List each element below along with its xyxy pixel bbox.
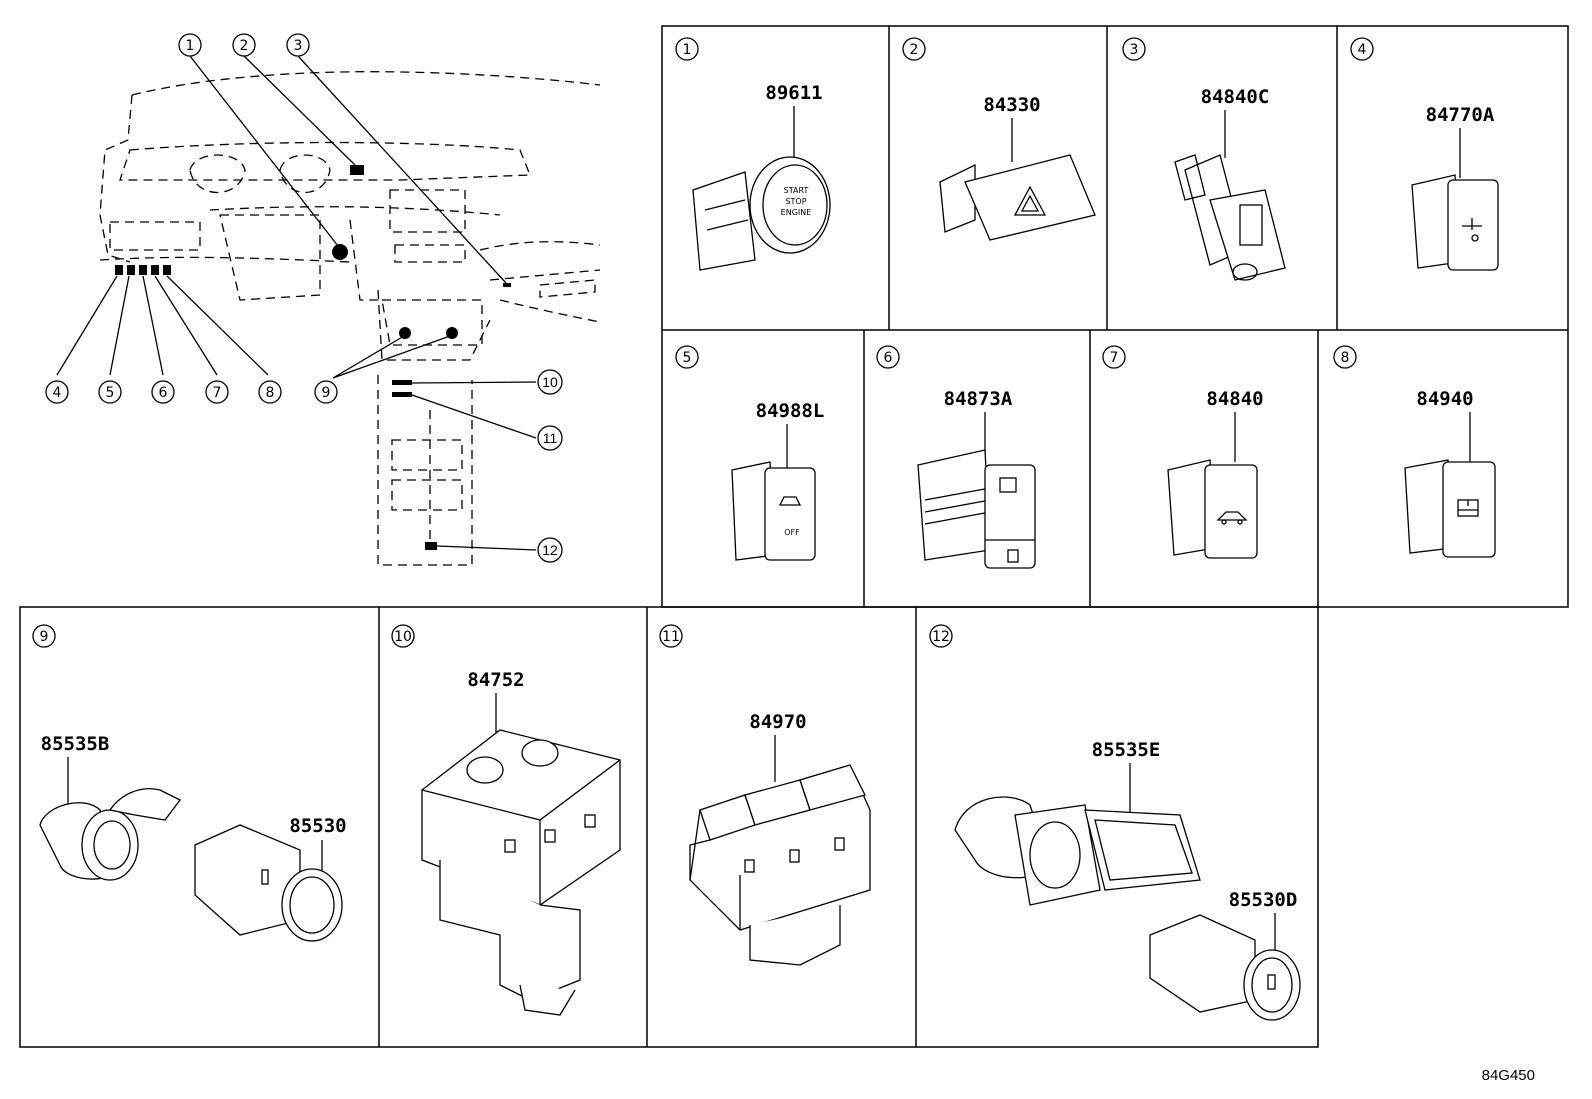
callout-10: 10 (537, 369, 563, 395)
switch-illustration (917, 449, 1036, 569)
callout-8: 8 (258, 380, 282, 404)
cell-3-label: 3 (1130, 42, 1139, 58)
cell-4: 4 84770A (1350, 37, 1499, 271)
cell-1: 1 89611 START STOP ENGINE (675, 37, 831, 271)
svg-text:11: 11 (543, 430, 558, 446)
switch-illustration: OFF (731, 461, 816, 561)
cell-2: 2 84330 (902, 37, 1096, 241)
part-number: 85530 (289, 815, 346, 837)
callout-12: 12 (537, 537, 563, 563)
grid-frame (19, 25, 1569, 1048)
switch-illustration (1411, 174, 1499, 271)
cell-12: 12 85535E 85530D (929, 624, 1301, 1021)
switch-illustration (1404, 459, 1496, 558)
cell-7: 7 84840 (1102, 345, 1264, 559)
cell-12-label: 12 (932, 629, 950, 645)
callout-3: 3 (286, 33, 310, 57)
cell-3: 3 84840C (1122, 37, 1286, 281)
svg-text:10: 10 (542, 374, 558, 390)
cell-5-label: 5 (683, 350, 692, 366)
part-number: 84840 (1206, 388, 1263, 410)
svg-text:5: 5 (106, 385, 115, 401)
svg-text:4: 4 (53, 385, 62, 401)
svg-text:9: 9 (322, 385, 331, 401)
cell-5: 5 84988L OFF (675, 345, 825, 561)
svg-text:7: 7 (213, 385, 222, 401)
cell-1-label: 1 (683, 42, 692, 58)
accessory-socket-illustration (39, 788, 343, 942)
part-number: 85530D (1229, 889, 1298, 911)
callout-7: 7 (205, 380, 229, 404)
svg-text:ENGINE: ENGINE (781, 208, 812, 217)
diagram-code: 84G450 (1482, 1067, 1535, 1084)
cell-6-label: 6 (884, 350, 893, 366)
cell-9: 9 85535B 85530 (32, 624, 347, 942)
cell-4-label: 4 (1358, 42, 1367, 58)
callout-11: 11 (537, 425, 563, 451)
part-number: 84840C (1201, 86, 1270, 108)
socket-with-cover-illustration (954, 796, 1301, 1021)
part-number: 84940 (1416, 388, 1473, 410)
callout-4: 4 (45, 380, 69, 404)
cell-8-label: 8 (1341, 350, 1350, 366)
cell-11-label: 11 (662, 629, 680, 645)
start-stop-button-illustration: START STOP ENGINE (692, 156, 831, 271)
svg-text:3: 3 (294, 38, 303, 54)
triple-switch-illustration (689, 764, 871, 966)
cell-6: 6 84873A (876, 345, 1036, 569)
svg-text:6: 6 (159, 385, 168, 401)
hazard-switch-illustration (939, 154, 1096, 241)
svg-text:STOP: STOP (785, 197, 806, 206)
svg-text:8: 8 (266, 385, 275, 401)
cell-10: 10 84752 (391, 624, 621, 1016)
part-number: 84970 (749, 711, 806, 733)
cell-10-label: 10 (394, 629, 412, 645)
callout-5: 5 (98, 380, 122, 404)
leader-lines (56, 55, 537, 551)
svg-text:12: 12 (542, 542, 558, 558)
cell-9-label: 9 (40, 629, 49, 645)
part-number: 84873A (944, 388, 1013, 410)
overview-callouts: 1 2 3 4 5 6 7 8 9 10 11 12 (45, 33, 563, 563)
part-number: 84770A (1426, 104, 1495, 126)
cell-7-label: 7 (1110, 350, 1119, 366)
callout-2: 2 (232, 33, 256, 57)
part-number: 84752 (467, 669, 524, 691)
callout-1: 1 (178, 33, 202, 57)
part-number: 84330 (983, 94, 1040, 116)
callout-9: 9 (314, 380, 338, 404)
part-number: 84988L (756, 400, 825, 422)
cell-11: 11 84970 (659, 624, 871, 966)
part-number: 85535B (41, 733, 110, 755)
part-number: 89611 (765, 82, 822, 104)
svg-text:START: START (784, 186, 809, 195)
cell-8: 8 84940 (1333, 345, 1496, 558)
dual-button-switch-illustration (421, 729, 621, 1016)
dashboard-overview (99, 71, 601, 566)
svg-text:2: 2 (240, 38, 249, 54)
callout-6: 6 (151, 380, 175, 404)
cell-2-label: 2 (910, 42, 919, 58)
switch-illustration (1167, 459, 1258, 559)
svg-text:1: 1 (186, 38, 195, 54)
part-number: 85535E (1092, 739, 1161, 761)
switch-connector-illustration (1174, 154, 1286, 281)
svg-text:OFF: OFF (784, 528, 800, 537)
